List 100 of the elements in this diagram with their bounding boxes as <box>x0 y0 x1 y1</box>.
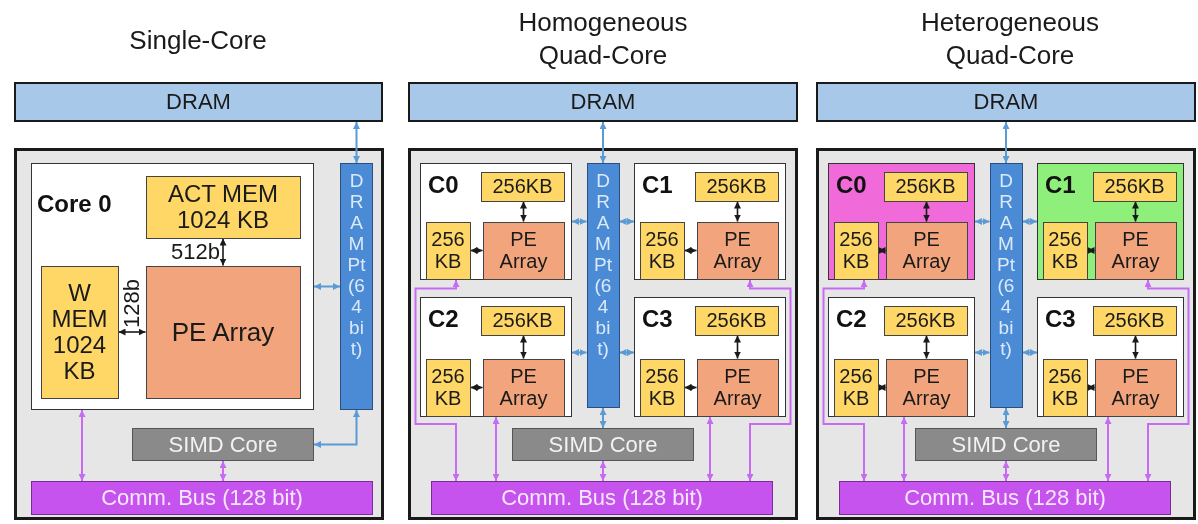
arrow <box>78 409 86 482</box>
arrow <box>1002 121 1010 164</box>
memory-block: 256KB <box>883 305 968 336</box>
arrow <box>974 349 991 356</box>
arrow <box>219 460 227 482</box>
arrow <box>1002 407 1010 429</box>
arrow <box>923 200 930 223</box>
arrow <box>877 384 887 391</box>
chip-panel <box>816 148 1196 520</box>
arrow <box>746 279 792 482</box>
arrow <box>923 334 930 360</box>
arrow <box>706 416 714 482</box>
core-box <box>634 163 786 280</box>
arrow <box>974 218 991 225</box>
arrow <box>313 409 360 448</box>
pe-array-block: PE Array <box>885 358 968 417</box>
pe-array-block: PE Array <box>696 221 779 280</box>
arrow <box>1104 416 1112 482</box>
arrow <box>313 283 341 290</box>
core-label: C1 <box>642 173 673 197</box>
memory-block: 256 KB <box>1042 221 1088 280</box>
arrow <box>1086 384 1096 391</box>
core-label: C0 <box>836 173 867 197</box>
core-box <box>420 163 572 280</box>
arrow <box>1132 334 1139 360</box>
pe-array-block: PE Array <box>482 358 565 417</box>
core-box <box>31 163 314 410</box>
arrow <box>822 279 868 482</box>
core-label: C3 <box>1045 307 1076 331</box>
arrow <box>618 218 635 225</box>
arrow <box>599 121 607 164</box>
arrow <box>599 460 607 482</box>
arrow <box>520 334 527 360</box>
dram-bar: DRAM <box>816 82 1196 122</box>
chip-panel <box>408 148 798 520</box>
pe-array-block: PE Array <box>1094 221 1177 280</box>
core-box <box>420 297 572 417</box>
dram-bar: DRAM <box>14 82 383 122</box>
core-box <box>634 297 786 417</box>
memory-block: ACT MEM 1024 KB <box>145 175 301 239</box>
memory-block: 256 KB <box>1042 358 1088 417</box>
arrow <box>1021 218 1038 225</box>
arrow <box>492 416 500 482</box>
memory-block: W MEM 1024 KB <box>40 265 119 399</box>
chip-panel <box>14 148 384 520</box>
panel-title: Homogeneous Quad-Core <box>517 6 689 71</box>
pe-array-block: PE Array <box>482 221 565 280</box>
core-label: C3 <box>642 307 673 331</box>
simd-core-block: SIMD Core <box>132 428 314 461</box>
arrow <box>571 218 588 225</box>
arrow <box>469 247 484 254</box>
arrow <box>683 384 698 391</box>
pe-array-block: PE Array <box>1094 358 1177 417</box>
dram-bar: DRAM <box>408 82 798 122</box>
memory-block: 256KB <box>694 305 779 336</box>
memory-block: 256KB <box>883 171 968 202</box>
pe-array-block: PE Array <box>145 265 301 399</box>
comm-bus-bar: Comm. Bus (128 bit) <box>31 481 373 515</box>
arrow <box>618 349 635 356</box>
arrow <box>520 200 527 223</box>
panel-title: Single-Core <box>128 24 268 57</box>
comm-bus-bar: Comm. Bus (128 bit) <box>431 481 773 515</box>
arrow <box>1086 247 1096 254</box>
core-label: C2 <box>428 307 459 331</box>
arrow <box>414 279 460 482</box>
memory-block: 256 KB <box>425 221 471 280</box>
arrow <box>353 121 360 164</box>
core-box <box>828 163 975 280</box>
memory-block: 256KB <box>1092 171 1177 202</box>
core-label: C1 <box>1045 173 1076 197</box>
dram-port-bar: DRAM Pt (64 bit) <box>586 163 620 408</box>
pe-array-block: PE Array <box>885 221 968 280</box>
memory-block: 256 KB <box>639 221 685 280</box>
simd-core-block: SIMD Core <box>512 428 694 461</box>
edge-label: 512b <box>171 241 220 263</box>
arrow <box>469 384 484 391</box>
memory-block: 256 KB <box>833 358 879 417</box>
panel-title: Heterogeneous Quad-Core <box>920 6 1100 71</box>
core-box <box>828 297 975 417</box>
arrow <box>1144 279 1190 482</box>
arrow <box>599 407 607 429</box>
dram-port-bar: DRAM Pt (64 bit) <box>989 163 1023 408</box>
core-label: C0 <box>428 173 459 197</box>
comm-bus-bar: Comm. Bus (128 bit) <box>839 481 1171 515</box>
memory-block: 256KB <box>480 305 565 336</box>
arrow <box>734 334 741 360</box>
core-box <box>1037 163 1184 280</box>
arrow <box>1021 349 1038 356</box>
memory-block: 256 KB <box>833 221 879 280</box>
core-label: C2 <box>836 307 867 331</box>
core-label: Core 0 <box>37 192 112 216</box>
arrow <box>683 247 698 254</box>
arrow <box>900 416 908 482</box>
arrow <box>877 247 887 254</box>
memory-block: 256 KB <box>425 358 471 417</box>
memory-block: 256KB <box>694 171 779 202</box>
memory-block: 256KB <box>480 171 565 202</box>
pe-array-block: PE Array <box>696 358 779 417</box>
memory-block: 256KB <box>1092 305 1177 336</box>
arrow <box>571 349 588 356</box>
